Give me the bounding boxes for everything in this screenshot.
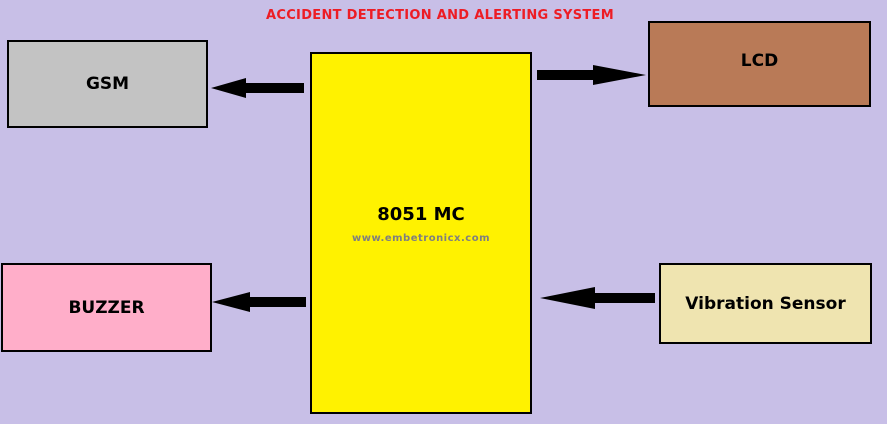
diagram-title: ACCIDENT DETECTION AND ALERTING SYSTEM — [266, 8, 614, 23]
lcd-block: LCD — [648, 21, 871, 107]
buzzer-block: BUZZER — [1, 263, 212, 352]
watermark-text: www.embetronicx.com — [351, 233, 491, 244]
lcd-label: LCD — [740, 51, 779, 71]
gsm-label: GSM — [85, 74, 130, 94]
arrow-sensor-to-mc — [540, 287, 655, 309]
microcontroller-block: 8051 MC www.embetronicx.com — [310, 52, 532, 414]
gsm-block: GSM — [7, 40, 208, 128]
arrow-mc-to-gsm — [211, 78, 304, 98]
buzzer-label: BUZZER — [68, 297, 145, 318]
microcontroller-label: 8051 MC — [377, 204, 465, 225]
vibration-sensor-label: Vibration Sensor — [685, 293, 846, 314]
arrow-mc-to-buzzer — [212, 292, 306, 312]
arrow-mc-to-lcd — [537, 65, 646, 85]
vibration-sensor-block: Vibration Sensor — [659, 263, 872, 344]
